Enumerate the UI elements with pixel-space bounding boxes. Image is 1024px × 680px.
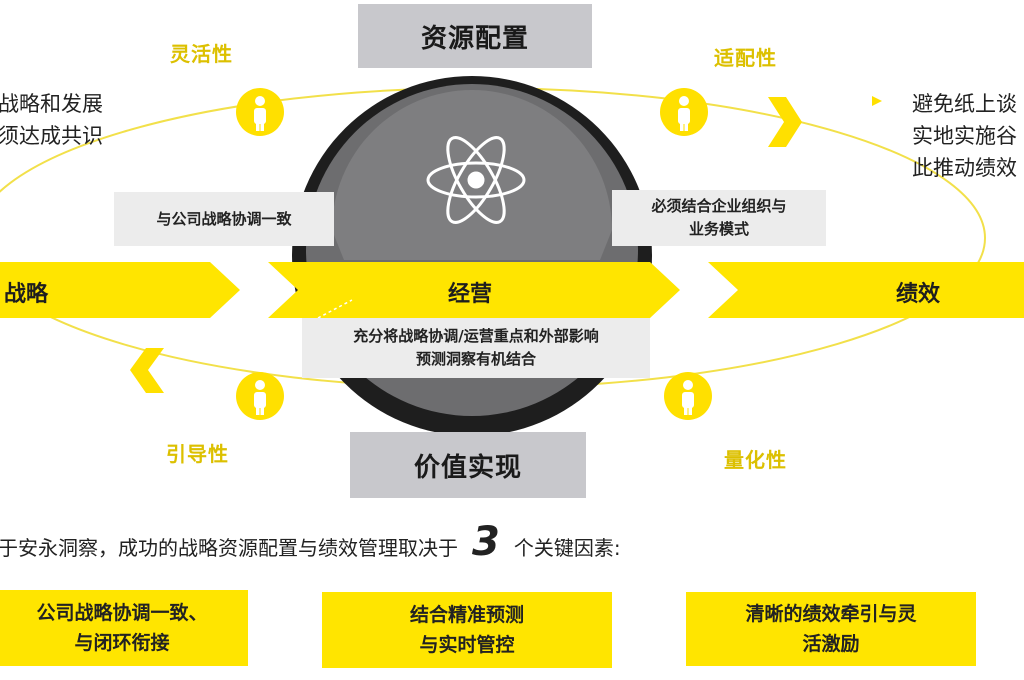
right-side-text-line1: 避免纸上谈 <box>912 92 1017 116</box>
trait-guidance: 引导性 <box>166 442 229 466</box>
factor-box-1: 公司战略协调一致、 与闭环衔接 <box>0 590 248 666</box>
summary-number: 3 <box>472 519 500 565</box>
dashed-connector <box>317 299 353 319</box>
arrow-operation <box>268 262 680 318</box>
arrow-label-operation: 经营 <box>448 282 493 307</box>
person-icon <box>236 88 284 136</box>
summary-sentence: 于安永洞察，成功的战略资源配置与绩效管理取决于 3 个关键因素: <box>0 519 621 565</box>
chevron-right-icon <box>768 97 802 147</box>
resource-allocation-box: 资源配置 <box>358 4 592 68</box>
person-icon <box>664 372 712 420</box>
trait-flexibility: 灵活性 <box>170 42 233 66</box>
left-side-text: 战略和发展 须达成共识 <box>0 88 103 152</box>
factor-3-line2: 活激励 <box>802 633 860 655</box>
value-realization-box: 价值实现 <box>350 432 586 498</box>
summary-text-after: 个关键因素: <box>513 536 621 560</box>
person-icon <box>660 88 708 136</box>
callout-center: 充分将战略协调/运营重点和外部影响 预测洞察有机结合 <box>302 318 650 378</box>
right-side-text-line3: 此推动绩效 <box>912 156 1017 180</box>
callout-left: 与公司战略协调一致 <box>114 192 334 246</box>
arrow-performance <box>708 262 1024 318</box>
callout-right-line2: 业务模式 <box>688 220 749 238</box>
callout-right-line1: 必须结合企业组织与 <box>651 197 787 215</box>
factor-3-line1: 清晰的绩效牵引与灵 <box>745 603 917 625</box>
right-side-text-line2: 实地实施谷 <box>912 124 1017 148</box>
factor-1-line2: 与闭环衔接 <box>74 632 170 654</box>
callout-center-line2: 预测洞察有机结合 <box>415 350 536 368</box>
factor-box-2: 结合精准预测 与实时管控 <box>322 592 612 668</box>
arrow-label-performance: 绩效 <box>896 282 941 307</box>
atom-icon <box>426 136 526 224</box>
trait-quantification: 量化性 <box>724 448 787 472</box>
trait-adaptability: 适配性 <box>714 46 777 70</box>
right-side-text: 避免纸上谈 实地实施谷 此推动绩效 <box>912 88 1024 184</box>
left-side-text-line2: 须达成共识 <box>0 124 103 148</box>
callout-right: 必须结合企业组织与 业务模式 <box>612 190 826 246</box>
factor-2-line1: 结合精准预测 <box>409 604 524 626</box>
factor-1-line1: 公司战略协调一致、 <box>36 602 208 624</box>
callout-center-line1: 充分将战略协调/运营重点和外部影响 <box>353 327 599 345</box>
summary-text-before: 于安永洞察，成功的战略资源配置与绩效管理取决于 <box>0 536 458 560</box>
factor-box-3: 清晰的绩效牵引与灵 活激励 <box>686 592 976 666</box>
arrow-label-strategy: 战略 <box>4 282 49 307</box>
chevron-left-icon <box>130 348 164 393</box>
person-icon <box>236 372 284 420</box>
arrow-strategy <box>0 262 240 318</box>
small-arrow-icon <box>872 96 882 106</box>
left-side-text-line1: 战略和发展 <box>0 92 103 116</box>
factor-2-line2: 与实时管控 <box>419 634 515 656</box>
